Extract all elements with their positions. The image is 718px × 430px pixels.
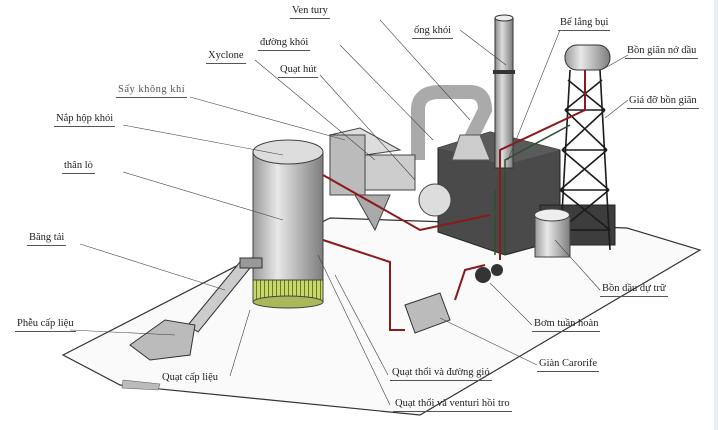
base-platform: [61, 217, 702, 416]
label-gian-carorife: Giàn Carorife: [537, 358, 600, 372]
label-be-lang-bui: Bể lắng bụi: [558, 17, 611, 31]
leader-lines: [69, 19, 629, 406]
caloriifer-box: [404, 292, 451, 334]
label-quat-cap-lieu: Quạt cấp liệu: [162, 372, 218, 383]
label-bon-gian-no-dau: Bồn giãn nở dầu: [625, 45, 699, 59]
feed-hopper: [129, 319, 196, 361]
label-xyclone: Xyclone: [206, 50, 246, 64]
circulation-pump: [475, 267, 491, 283]
exhaust-fan: [418, 183, 452, 217]
label-pheu-cap-lieu: Phễu cấp liệu: [15, 318, 76, 332]
label-bang-tai: Băng tải: [27, 232, 67, 246]
label-ong-khoi: ống khói: [412, 25, 454, 39]
venturi-duct: [411, 85, 493, 160]
right-edge-strip: [714, 0, 718, 430]
label-gia-do-bon-gian: Giá đỡ bồn giãn: [627, 95, 699, 109]
label-quat-thoi-venturi: Quạt thổi và venturi hồi tro: [393, 398, 512, 412]
expansion-tank: [564, 44, 611, 71]
label-than-lo: thân lò: [62, 160, 95, 174]
label-duong-khoi: đường khói: [258, 37, 311, 51]
label-say-khong-khi: Sấy không khí: [116, 84, 188, 98]
smoke-box-lid: [252, 139, 324, 165]
label-bon-dau-du-tru: Bồn dầu dự trữ: [600, 283, 668, 297]
label-quat-hut: Quạt hút: [278, 64, 319, 78]
label-bom-tuan-hoan: Bơm tuần hoàn: [532, 318, 601, 332]
label-ven-tury: Ven tury: [290, 5, 330, 19]
hot-oil-pipes: [322, 70, 586, 331]
boiler-body: [252, 151, 324, 281]
return-pipes: [494, 124, 571, 255]
label-quat-thoi-duong-gio: Quạt thổi và đường gió: [390, 367, 492, 381]
label-nap-hop-khoi: Nắp hộp khói: [54, 113, 116, 127]
